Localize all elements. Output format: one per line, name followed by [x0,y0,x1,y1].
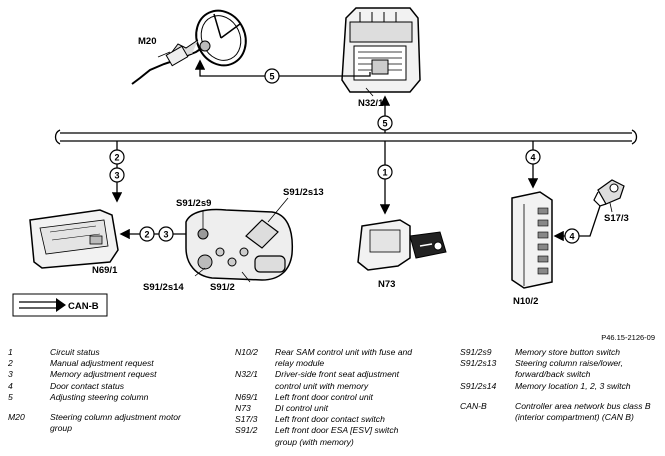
marker-4-bus: 4 [530,153,535,163]
legend-value: Memory location 1, 2, 3 switch [515,380,631,391]
legend-key: N32/1 [235,369,258,380]
component-label-s17-3: S17/3 [604,213,629,224]
legend-value: Manual adjustment request [50,358,154,369]
legend-column-1: 1 Circuit status 2 Manual adjustment reque… [8,347,228,434]
component-label-s91-2s9: S91/2s9 [176,198,211,209]
signal-bus-to-door-control-unit: 2 3 [109,141,125,203]
legend-value: Steering column adjustment motor group [50,411,181,434]
can-b-symbol-label: CAN-B [68,301,99,312]
legend-entry: M20 Steering column adjustment motor grou… [8,412,228,434]
legend-entry: 4 Door contact status [8,381,228,392]
di-control-unit-illustration [357,219,447,271]
legend-entry: S91/2s9 Memory store button switch [460,347,660,358]
door-control-unit-illustration [29,209,119,269]
legend-entry: N10/2 Rear SAM control unit with fuse and… [235,347,450,369]
legend-value: Door contact status [50,380,125,391]
legend-value: Driver-side front seat adjustment contro… [275,369,400,391]
signal-bus-to-rear-sam: 4 [525,141,541,189]
legend-key: S17/3 [235,414,258,425]
can-b-symbol: CAN-B [12,293,108,317]
legend-key: N10/2 [235,347,258,357]
component-label-s91-2: S91/2 [210,282,235,293]
steering-column-motor-illustration [131,9,247,85]
legend-key: 1 [8,347,13,357]
legend-key: 2 [8,358,13,369]
legend-key: S91/2s14 [460,380,497,391]
legend-value: Left front door contact switch [275,414,385,425]
marker-2-switch: 2 [144,230,149,240]
marker-5-steering: 5 [269,72,274,82]
marker-2-bus: 2 [114,153,119,163]
component-label-n69-1: N69/1 [92,265,118,276]
seat-control-unit-illustration [341,7,421,93]
signal-door-contact-to-rear-sam: 4 [553,205,601,244]
legend-entry: S91/2s13 Steering column raise/lower, for… [460,358,660,380]
wiring-diagram: M20 N32/1 5 5 2 3 1 [12,7,638,317]
legend-value: Controller area network bus class B (int… [515,400,651,423]
legend-key: CAN-B [460,400,487,411]
legend-key: N73 [235,403,251,414]
component-label-m20: M20 [138,36,156,47]
legend-value: Left front door control unit [275,391,373,402]
component-label-n73: N73 [378,279,395,290]
signal-adjusting-steering-column: 5 [194,59,371,84]
signal-bus-to-seat-unit: 5 [377,95,393,133]
marker-3-switch: 3 [163,230,168,240]
legend-entry: CAN-B Controller area network bus class B… [460,401,660,423]
legend-value: Memory adjustment request [50,369,157,380]
door-contact-switch-illustration [593,179,625,207]
legend-value: Adjusting steering column [50,391,149,402]
legend-entry: N73 DI control unit [235,403,450,414]
component-label-n32-1: N32/1 [358,98,384,109]
legend-key: S91/2s9 [460,347,492,357]
component-label-s91-2s14: S91/2s14 [143,282,184,293]
legend-value: Left front door ESA [ESV] switch group (… [275,425,399,447]
legend-entry: N32/1 Driver-side front seat adjustment c… [235,369,450,391]
legend-key: 5 [8,391,13,402]
legend-value: Steering column raise/lower, forward/bac… [515,358,623,380]
legend-key: N69/1 [235,391,258,402]
component-label-n10-2: N10/2 [513,296,538,307]
legend-value: Rear SAM control unit with fuse and rela… [275,347,413,369]
marker-1-bus: 1 [382,168,387,178]
signal-bus-to-di-unit: 1 [377,141,393,215]
legend-key: M20 [8,411,25,422]
legend-value: Circuit status [50,347,100,357]
legend-key: 3 [8,369,13,380]
legend-column-3: S91/2s9 Memory store button switch S91/2s… [460,347,660,423]
legend-value: DI control unit [275,403,329,414]
marker-5-bus: 5 [382,119,387,129]
legend-entry: 3 Memory adjustment request [8,369,228,380]
signal-switch-group-to-door-unit: 2 3 [119,226,190,242]
legend-entry: 2 Manual adjustment request [8,358,228,369]
legend-entry: S17/3 Left front door contact switch [235,414,450,425]
figure-reference: P46.15-2126-09 [601,333,655,342]
legend-value: Memory store button switch [515,347,621,357]
legend-entry: 5 Adjusting steering column [8,392,228,403]
legend-key: S91/2s13 [460,358,497,369]
legend-column-2: N10/2 Rear SAM control unit with fuse and… [235,347,450,448]
door-switch-group-illustration [185,208,294,281]
rear-sam-illustration [511,191,553,289]
legend-entry: S91/2s14 Memory location 1, 2, 3 switch [460,381,660,392]
legend-entry: S91/2 Left front door ESA [ESV] switch gr… [235,425,450,447]
component-label-s91-2s13: S91/2s13 [283,187,324,198]
marker-4-contact: 4 [569,232,574,242]
legend-key: S91/2 [235,425,258,436]
legend-entry: 1 Circuit status [8,347,228,358]
legend-key: 4 [8,380,13,391]
legend-entry: N69/1 Left front door control unit [235,392,450,403]
marker-3-bus: 3 [114,171,119,181]
can-bus [54,129,638,145]
